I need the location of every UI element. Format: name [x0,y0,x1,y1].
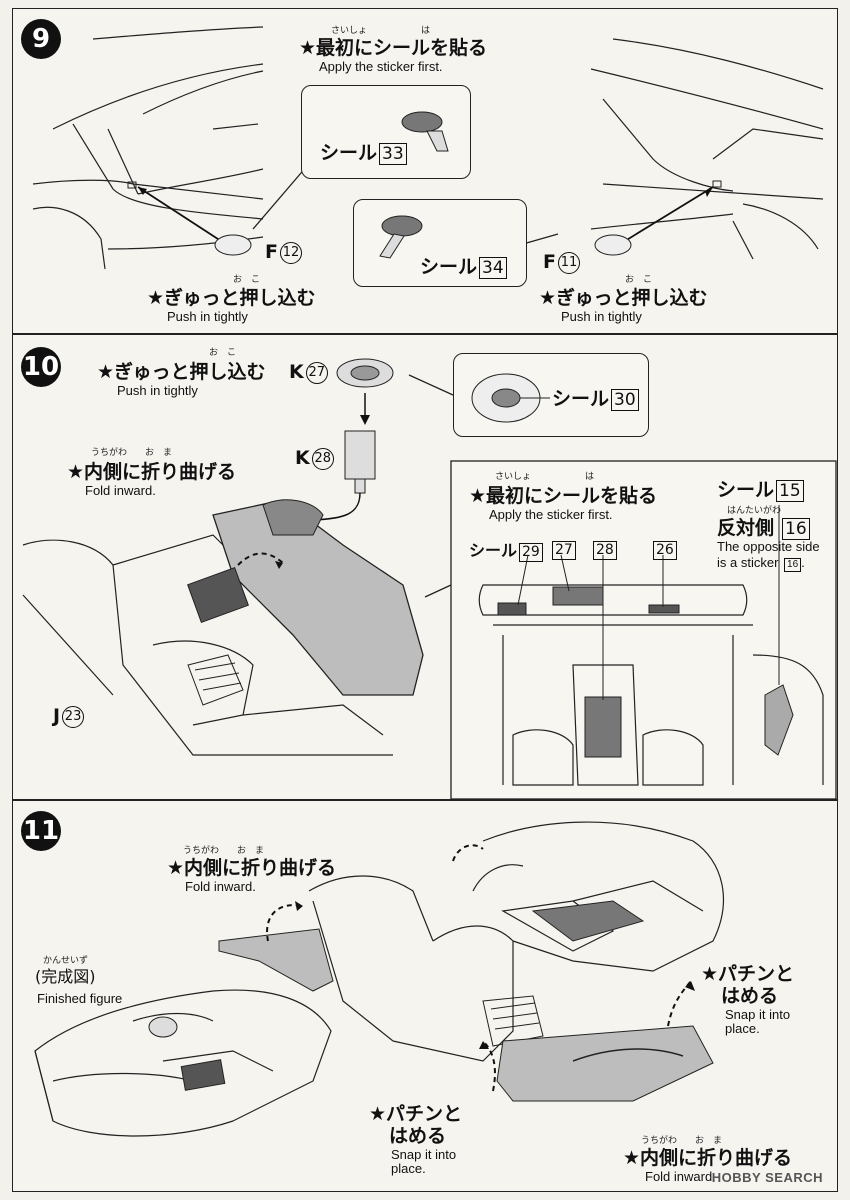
watermark: HOBBY SEARCH [711,1170,823,1185]
ruby: さいしょ は [331,25,431,35]
step-11-illustration [34,821,724,1137]
opposite-side-en-2: is a sticker 16. [717,555,805,572]
instruction-push: ★ぎゅっと押し込む [97,361,266,383]
instruction-sticker-first: ★最初にシールを貼る [299,37,488,59]
instruction-push-right-en: Push in tightly [561,309,642,324]
instruction-fold-en: Fold inward. [85,483,156,498]
instruction-snap-left-en-1: Snap it into [391,1147,457,1162]
instruction-snap-left-en-2: place. [391,1161,426,1176]
opposite-side-en-1: The opposite side [717,539,820,554]
instruction-snap-left-2: はめる [389,1125,447,1147]
instruction-fold: ★内側に折り曲げる [67,461,237,483]
step-10-illustration [22,358,837,799]
instruction-fold-top: ★内側に折り曲げる [167,857,337,879]
step-9-illustration [32,26,824,270]
ruby: かんせいず [43,955,89,965]
instruction-sticker-first-en: Apply the sticker first. [319,59,443,74]
instruction-snap-right-1: ★パチンと [701,963,795,985]
instruction-push-left: ★ぎゅっと押し込む [147,287,316,309]
sticker-26-label: 26 [651,537,677,560]
ruby: お こ [233,274,261,284]
step-number: 9 [21,19,61,59]
finished-figure-label: (完成図) [35,967,96,986]
instruction-push-en: Push in tightly [117,383,198,398]
ruby: さいしょ は [495,471,595,481]
ruby: はんたいがわ [727,505,782,515]
step-11-panel: 11 うちがわ お ま ★内側に折り曲げる Fold inward. かんせいず… [12,800,838,1192]
sticker-28-label: 28 [591,537,617,560]
instruction-push-right: ★ぎゅっと押し込む [539,287,708,309]
instruction-sticker-first-en: Apply the sticker first. [489,507,613,522]
step-number: 11 [21,811,61,851]
instruction-fold-bottom: ★内側に折り曲げる [623,1147,793,1169]
ruby: お こ [625,274,653,284]
ruby: お こ [209,347,237,357]
ruby: うちがわ お ま [91,447,173,457]
finished-figure-en: Finished figure [37,991,123,1006]
ruby: うちがわ お ま [183,845,265,855]
instruction-snap-right-en-1: Snap it into [725,1007,791,1022]
instruction-snap-right-en-2: place. [725,1021,760,1036]
step-number: 10 [21,347,61,387]
instruction-fold-top-en: Fold inward. [185,879,256,894]
ruby: うちがわ お ま [641,1135,723,1145]
step-9-panel: 9 さいしょ は ★最初にシールを貼る Apply the sticker fi… [12,8,838,334]
instruction-push-left-en: Push in tightly [167,309,248,324]
instruction-snap-right-2: はめる [721,985,779,1007]
sticker-27-label: 27 [550,537,576,560]
instruction-snap-left-1: ★パチンと [369,1103,463,1125]
instruction-sticker-first: ★最初にシールを貼る [469,485,658,507]
instruction-fold-bottom-en: Fold inward. [645,1169,716,1184]
